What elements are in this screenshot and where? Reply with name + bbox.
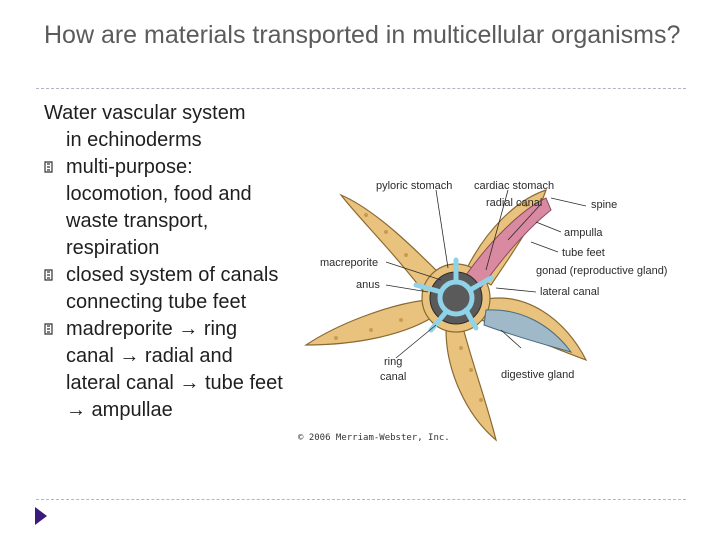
label-ring-canal-1: ring (384, 356, 402, 368)
intro-line-1: Water vascular system (44, 102, 246, 124)
slide-body: Water vascular system in echinoderms mul… (44, 100, 284, 424)
digestive-gland-region (483, 309, 573, 353)
bullet-text: multi-purpose: locomotion, food and wast… (66, 156, 252, 259)
label-ring-canal-2: canal (380, 371, 406, 383)
bullet-icon (44, 269, 53, 281)
title-divider (36, 88, 686, 89)
water-vascular-system (413, 257, 494, 333)
bullet-icon (44, 161, 53, 173)
label-tube-feet: tube feet (562, 247, 605, 259)
label-lines (385, 189, 587, 359)
next-arrow-icon[interactable] (34, 506, 48, 526)
bullet-text: madreporite → ring canal → radial and la… (66, 318, 283, 421)
bullet-icon (44, 323, 53, 335)
bullet-item: multi-purpose: locomotion, food and wast… (44, 154, 284, 262)
bullet-list: multi-purpose: locomotion, food and wast… (44, 154, 284, 424)
figure-copyright: © 2006 Merriam-Webster, Inc. (298, 433, 450, 443)
bullet-item: madreporite → ring canal → radial and la… (44, 316, 284, 424)
intro-paragraph: Water vascular system in echinoderms (44, 100, 284, 154)
label-digestive-gland: digestive gland (501, 369, 574, 381)
bullet-text: closed system of canals connecting tube … (66, 264, 279, 313)
bullet-item: closed system of canals connecting tube … (44, 262, 284, 316)
starfish-diagram: pyloric stomach cardiac stomach radial c… (298, 180, 667, 443)
label-pyloric-stomach: pyloric stomach (376, 180, 452, 192)
label-spine: spine (591, 199, 617, 211)
label-anus: anus (356, 279, 380, 291)
slide-title: How are materials transported in multice… (44, 21, 681, 49)
label-ampulla: ampulla (564, 227, 603, 239)
intro-line-2: in echinoderms (66, 129, 202, 151)
footer-divider (36, 499, 686, 500)
label-madreporite: macreporite (320, 257, 378, 269)
label-radial-canal: radial canal (486, 197, 542, 209)
label-gonad: gonad (reproductive gland) (536, 265, 667, 277)
label-cardiac-stomach: cardiac stomach (474, 180, 554, 192)
label-lateral-canal: lateral canal (540, 286, 599, 298)
